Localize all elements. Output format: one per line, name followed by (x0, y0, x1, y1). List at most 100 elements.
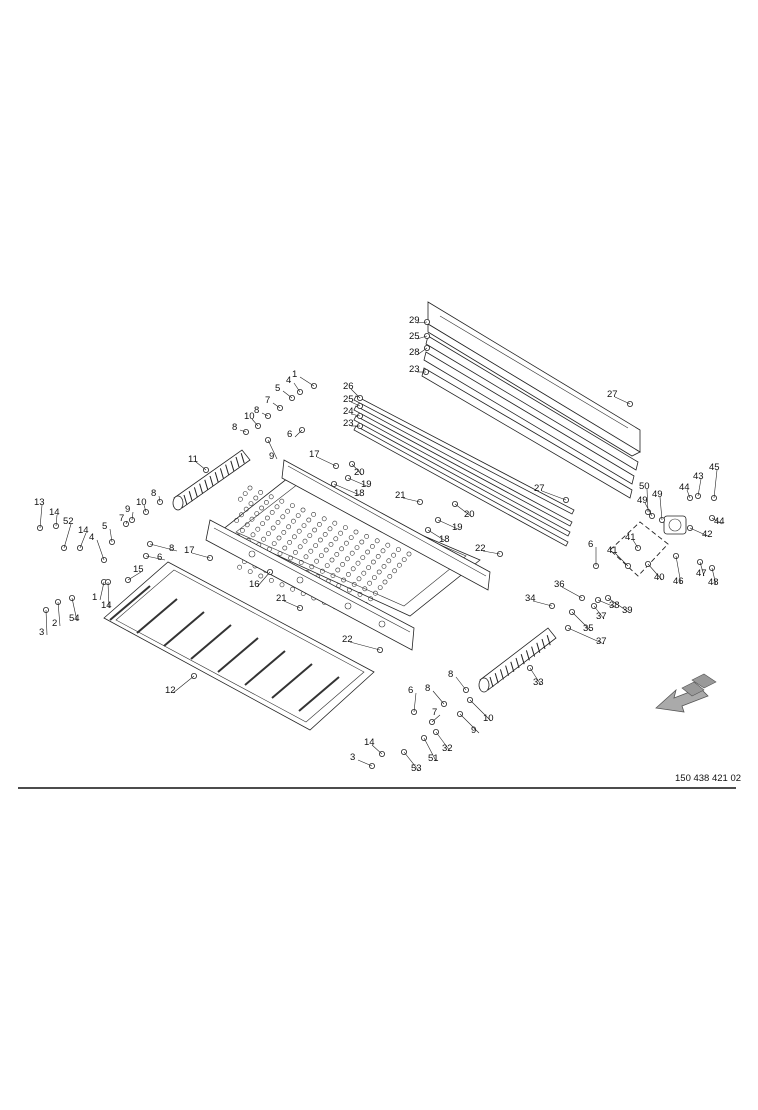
leader-line (55, 514, 58, 527)
leader-line (149, 543, 178, 552)
part-number-label: 10 (483, 713, 494, 724)
part-number-label: 7 (119, 513, 124, 524)
perforation-hole (371, 575, 377, 580)
perforation-hole (298, 560, 304, 565)
perforation-hole (275, 520, 281, 525)
leader-line (529, 667, 542, 686)
part-number-label: 7 (432, 707, 437, 718)
leader-line (593, 605, 605, 620)
leader-line (350, 413, 361, 417)
part-number-label: 33 (533, 677, 544, 688)
part-number-label: 42 (702, 529, 713, 540)
part-number-label: 49 (637, 495, 648, 506)
part-number-label: 29 (409, 315, 420, 326)
part-number-label: 45 (709, 462, 720, 473)
leader-line (267, 439, 278, 460)
perforation-hole (243, 506, 249, 512)
perforation-hole (344, 556, 350, 562)
perforation-hole (282, 545, 288, 551)
perforation-hole (281, 530, 287, 535)
perforation-hole (297, 544, 303, 550)
perforation-hole (385, 542, 391, 548)
leader-line (686, 489, 691, 499)
perforation-hole (319, 568, 325, 574)
perforation-hole (312, 527, 317, 533)
perforation-hole (386, 558, 392, 564)
leader-line (57, 601, 61, 627)
part-number-label: 53 (411, 763, 422, 774)
perforation-hole (248, 501, 254, 506)
leader-line (711, 517, 723, 525)
perforation-hole (372, 590, 378, 596)
direction-arrow (655, 673, 717, 713)
leader-line (437, 519, 461, 531)
perforation-hole (249, 516, 255, 522)
perforation-hole (311, 512, 316, 517)
perforation-hole (350, 566, 356, 572)
perforation-hole (357, 592, 363, 597)
leader-line (689, 527, 711, 538)
perforation-hole (300, 507, 306, 513)
perforation-hole (234, 518, 239, 523)
perforation-hole (348, 535, 354, 540)
part-number-label: 18 (354, 488, 365, 499)
part-number-label: 11 (188, 454, 198, 465)
leader-line (675, 555, 682, 585)
perforation-hole (313, 543, 318, 548)
perforation-hole (369, 544, 375, 549)
part-number-label: 15 (133, 564, 144, 575)
part-number-label: 6 (157, 552, 162, 563)
roller-rib (199, 483, 204, 494)
part-number-label: 38 (609, 600, 620, 611)
leader-line (63, 523, 72, 549)
perforation-hole (274, 504, 280, 510)
part-number-label: 17 (309, 449, 320, 460)
perforation-hole (286, 524, 291, 530)
roller-rib (219, 468, 224, 479)
part-number-label: 13 (34, 497, 45, 508)
perforation-hole (301, 523, 307, 528)
leader-line (191, 552, 211, 559)
perforation-hole (277, 551, 283, 556)
perforation-hole (258, 573, 264, 579)
leader-line (282, 390, 293, 399)
perforation-hole (366, 565, 371, 570)
leader-line (316, 456, 337, 467)
part-number-label: 3 (350, 752, 355, 763)
perforation-hole (360, 555, 366, 560)
roller-rib (499, 669, 504, 680)
perforation-hole (334, 552, 340, 557)
perforation-hole (303, 554, 309, 560)
leader-line (435, 731, 451, 752)
perforation-hole (330, 573, 336, 578)
perforation-hole (332, 520, 338, 526)
perforation-hole (250, 532, 256, 538)
leader-line (431, 714, 441, 723)
part-number-label: 17 (184, 545, 195, 556)
perforation-hole (287, 540, 292, 545)
roller-rib (505, 665, 510, 676)
leader-line (283, 600, 301, 609)
perforation-hole (268, 494, 274, 500)
part-number-label: 8 (151, 488, 156, 499)
perforation-hole (280, 514, 286, 520)
perforation-hole (268, 578, 274, 583)
roller-rib (209, 475, 214, 487)
perforated-floor-plate (221, 477, 481, 618)
belt-slat (298, 676, 340, 712)
part-number-label: 54 (69, 613, 80, 624)
part-number-label: 18 (439, 534, 450, 545)
part-number-label: 52 (63, 516, 74, 527)
leader-line (644, 502, 653, 517)
perforation-hole (279, 498, 285, 504)
assembly-outline-40 (609, 521, 669, 577)
part-number-label: 4 (89, 532, 94, 543)
part-number-label: 39 (622, 605, 633, 616)
leader-line (427, 529, 448, 543)
part-number-label: 50 (639, 481, 650, 492)
perforation-hole (307, 533, 313, 538)
perforation-hole (355, 560, 361, 566)
perforation-hole (333, 536, 339, 542)
belt-slat (271, 663, 313, 699)
part-number-label: 1 (292, 369, 297, 380)
